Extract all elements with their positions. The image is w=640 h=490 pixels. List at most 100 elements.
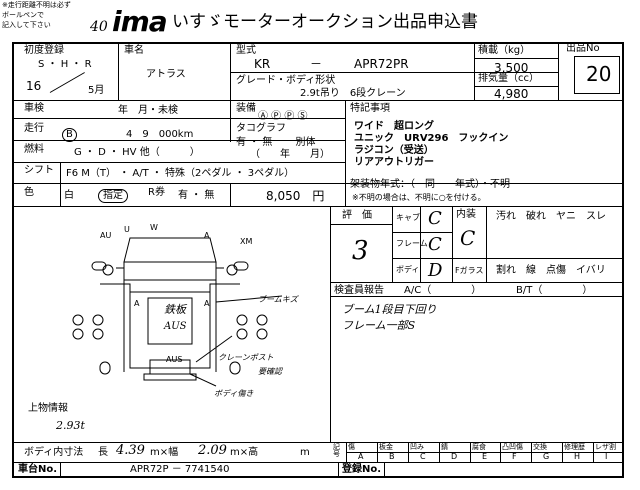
grid-symbol-8: I — [605, 452, 608, 461]
main-frame — [12, 42, 624, 478]
dim-height-label: m×高 — [230, 447, 259, 458]
model-prefix: KR — [254, 57, 271, 71]
recycle-value: 有 ・ 無 — [178, 190, 215, 201]
special-4: リアアウトリガー — [354, 157, 434, 168]
vin-label: 車台No. — [18, 464, 58, 475]
lot-number: 20 — [586, 62, 612, 86]
inspector-ac: A/C（ ） — [404, 285, 482, 296]
grade-value: 2.9t吊り 6段クレーン — [300, 88, 406, 99]
shift-value: F6 M（T） ・ A/T ・ 特殊（2ペダル ・ 3ペダル） — [66, 168, 295, 179]
diag-label-a3: A — [204, 299, 210, 308]
lot-label: 出品No — [566, 43, 600, 54]
era-options: S ・ H ・ R — [38, 59, 92, 70]
grid-header-5: 凸凹傷 — [502, 443, 523, 451]
color-label: 色 — [24, 187, 34, 198]
model-dash: － — [310, 57, 323, 71]
color-type: 指定 — [98, 189, 128, 203]
inspector-note-1: ブーム1段目下回り — [342, 303, 437, 316]
equipment-icons: Ⓐ Ⓟ Ⓟ Ⓢ — [258, 111, 308, 122]
grid-symbol-2: C — [420, 452, 426, 461]
reg-label: 登録No. — [342, 464, 382, 475]
grid-header-7: 修理歴 — [564, 443, 585, 451]
diag-label-crane-post: クレーンポスト — [218, 353, 274, 362]
grid-header-3: 錆 — [441, 443, 448, 451]
interior-label: 内装 — [456, 209, 476, 220]
cab-label: キャブ — [396, 213, 420, 222]
first-reg-label: 初度登録 — [24, 45, 64, 56]
grid-header-2: 凹み — [410, 443, 424, 451]
grid-header-4: 腐食 — [472, 443, 486, 451]
frame-label: フレーム — [396, 239, 428, 248]
diag-label-aus1: AUS — [164, 321, 187, 332]
grid-header-1: 板金 — [379, 443, 393, 451]
recycle-amount: 8,050 円 — [266, 189, 325, 203]
loading-label: 上物情報 — [28, 403, 68, 414]
capacity-value: 3,500 — [494, 61, 529, 75]
body-value: D — [428, 260, 443, 281]
dim-length: 4.39 — [116, 443, 145, 458]
shift-label: シフト — [24, 165, 54, 176]
loading-value: 2.93t — [56, 419, 85, 432]
dim-length-label: 長 — [98, 447, 108, 458]
grid-symbol-5: F — [512, 452, 517, 461]
grid-header-8: レザ割 — [595, 443, 616, 451]
grid-symbol-0: A — [358, 452, 364, 461]
inspector-note-2: フレーム一部S — [342, 319, 416, 332]
car-name: アトラス — [146, 69, 186, 80]
frame-value: C — [428, 234, 442, 255]
diag-label-u: U — [124, 225, 130, 234]
interior-value: C — [460, 226, 476, 250]
body-label: ボディ — [396, 265, 420, 274]
dim-width-label: m×幅 — [150, 447, 179, 458]
inspector-label: 検査員報告 — [334, 285, 384, 296]
diag-label-a1: A — [204, 231, 210, 240]
grid-row-label: 記号 — [333, 443, 340, 458]
grid-symbol-7: H — [574, 452, 581, 461]
page-title: いすゞモーターオークション出品申込書 — [172, 12, 478, 32]
tachograph-value: 有 ・ 無 別体 — [236, 137, 316, 148]
capacity-label: 積載（kg） — [478, 45, 531, 56]
model-code: APR72PR — [354, 57, 409, 71]
diag-label-xm: XM — [240, 237, 253, 246]
special-1: ワイド 超ロング — [354, 121, 434, 132]
tachograph-date: （ 年 月） — [250, 149, 330, 160]
dimensions-label: ボディ内寸法 — [24, 447, 84, 458]
color-value: 白 — [64, 190, 74, 201]
truck-damage-diagram — [72, 237, 283, 387]
inspection-label: 車検 — [24, 103, 44, 114]
installed-label: 架装物年式：（ 同 年式）・不明 — [350, 179, 510, 190]
diag-label-au: AU — [100, 231, 112, 240]
first-reg-month: 5月 — [88, 85, 105, 96]
diag-label-w: W — [150, 223, 158, 232]
glass-label: Fガラス — [455, 266, 484, 275]
fuel-label: 燃料 — [24, 144, 44, 155]
inspection-value: 年 月・未検 — [118, 105, 178, 116]
diag-label-boom: ブームキズ — [258, 295, 298, 304]
damage-legend-bottom: 割れ 線 点傷 イバリ — [496, 265, 606, 276]
diag-label-steel: 鉄板 — [164, 303, 186, 316]
diag-label-a2: A — [134, 299, 140, 308]
mileage-unit-b: B — [62, 128, 77, 142]
lot-number-box — [574, 56, 620, 94]
first-reg-year: 16 — [26, 79, 42, 93]
note-line3: 記入して下さい — [2, 21, 51, 29]
grade-label: グレード・ボディ形状 — [236, 75, 336, 86]
model-label: 型式 — [236, 45, 256, 56]
fuel-value: G ・ D ・ HV 他（ ） — [74, 147, 200, 158]
special-2: ユニック URV296 フックイン — [354, 133, 509, 144]
displacement-value: 4,980 — [494, 87, 529, 101]
note-line2: ボールペンで — [2, 11, 44, 19]
ima-logo: ima — [112, 5, 168, 38]
diag-label-aus2: AUS — [166, 355, 183, 364]
inspector-bt: B/T（ ） — [516, 285, 593, 296]
dim-width: 2.09 — [198, 443, 227, 458]
damage-legend-top: 汚れ 破れ ヤニ スレ — [496, 211, 606, 222]
tachograph-label: タコグラフ — [236, 123, 286, 134]
grid-symbol-6: G — [543, 452, 550, 461]
dim-height-unit: m — [300, 447, 310, 458]
installed-note: ※不明の場合は、不明に○を付ける。 — [352, 193, 486, 202]
mileage-label: 走行 — [24, 123, 44, 134]
cab-value: C — [428, 208, 442, 229]
equipment-label: 装備 — [236, 103, 256, 114]
displacement-label: 排気量（cc） — [478, 73, 539, 84]
